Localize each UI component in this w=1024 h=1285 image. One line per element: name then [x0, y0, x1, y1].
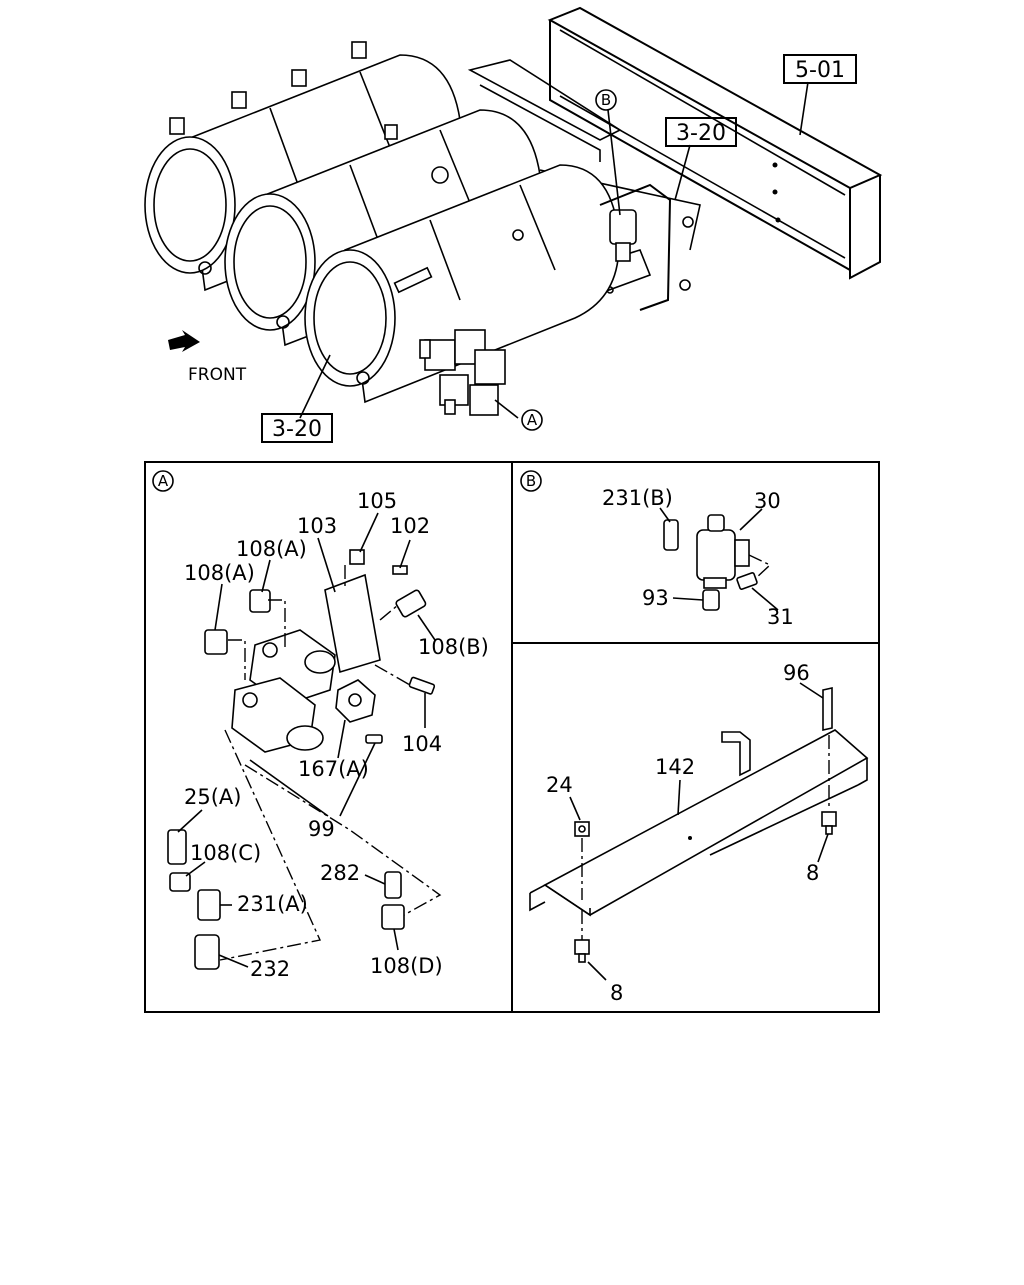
- label-108a-upper: 108(A): [236, 537, 307, 561]
- panel-a-marker: A: [152, 470, 174, 492]
- bracket-plate-103: [324, 573, 381, 674]
- fitting-108a-left: [204, 629, 228, 655]
- label-31: 31: [767, 605, 794, 629]
- air-tank-front: [304, 164, 620, 404]
- ref-box-tanks: 3-20: [261, 413, 333, 443]
- label-25a: 25(A): [184, 785, 241, 809]
- label-108a-left: 108(A): [184, 561, 255, 585]
- nut-105: [349, 549, 365, 565]
- label-24: 24: [546, 773, 573, 797]
- label-282: 282: [320, 861, 360, 885]
- fitting-108b: [395, 589, 427, 618]
- label-99: 99: [308, 817, 335, 841]
- ref-bracket-text: 3-20: [676, 121, 726, 146]
- panel-a: A: [152, 470, 489, 981]
- label-142: 142: [655, 755, 695, 779]
- label-231a: 231(A): [237, 892, 308, 916]
- label-108b: 108(B): [418, 635, 489, 659]
- ref-tanks-text: 3-20: [272, 417, 322, 442]
- svg-text:B: B: [526, 472, 536, 490]
- bolt-104: [408, 676, 436, 695]
- fitting-108d: [381, 904, 405, 930]
- callout-b-overview: B: [595, 89, 617, 111]
- bolt-8-top: [821, 811, 837, 835]
- svg-text:A: A: [527, 411, 538, 429]
- front-label: FRONT: [188, 365, 247, 385]
- fitting-108c: [169, 872, 191, 892]
- label-108d: 108(D): [370, 954, 443, 978]
- overview-illustration: [144, 6, 883, 419]
- label-105: 105: [357, 489, 397, 513]
- panel-c: 96 142 24 8 8: [529, 661, 869, 1005]
- detail-frame: [144, 461, 880, 1013]
- valve-167a: [335, 679, 376, 723]
- label-108c: 108(C): [190, 841, 261, 865]
- label-30: 30: [754, 489, 781, 513]
- bolt-31: [736, 572, 758, 590]
- panel-b-marker: B: [520, 470, 542, 492]
- bolt-99: [365, 734, 383, 744]
- svg-text:A: A: [158, 472, 169, 490]
- bolt-8-bottom: [574, 939, 590, 963]
- nut-24: [574, 821, 590, 837]
- relay-valve-assembly: [231, 629, 336, 753]
- label-104: 104: [402, 732, 442, 756]
- tee-231a: [197, 889, 221, 921]
- panel-b: B 231(B) 30 93 31: [520, 470, 794, 629]
- fitting-25a: [167, 829, 187, 865]
- fitting-282: [384, 871, 402, 899]
- front-arrow-icon: [168, 330, 200, 352]
- valve-30: [696, 514, 750, 589]
- side-bracket: [599, 183, 694, 311]
- fitting-108a-upper: [249, 589, 271, 613]
- label-96: 96: [783, 661, 810, 685]
- bracket-96: [822, 687, 833, 731]
- valve-block-assembly: [419, 329, 506, 416]
- label-102: 102: [390, 514, 430, 538]
- label-93: 93: [642, 586, 669, 610]
- label-232: 232: [250, 957, 290, 981]
- label-231b: 231(B): [602, 486, 673, 510]
- frame-rail: [547, 6, 883, 280]
- ref-box-bracket: 3-20: [665, 117, 737, 147]
- fitting-93: [702, 589, 720, 611]
- ref-box-frame: 5-01: [783, 54, 857, 84]
- fitting-231b: [663, 519, 679, 551]
- tee-232: [194, 934, 220, 970]
- cover-142: [529, 729, 869, 917]
- svg-text:B: B: [601, 91, 611, 109]
- callout-a-overview: A: [521, 409, 543, 431]
- label-8-right: 8: [806, 861, 819, 885]
- ref-frame-text: 5-01: [795, 58, 845, 83]
- drain-valves: [198, 261, 370, 385]
- label-167a: 167(A): [298, 757, 369, 781]
- label-8-bottom: 8: [610, 981, 623, 1005]
- label-103: 103: [297, 514, 337, 538]
